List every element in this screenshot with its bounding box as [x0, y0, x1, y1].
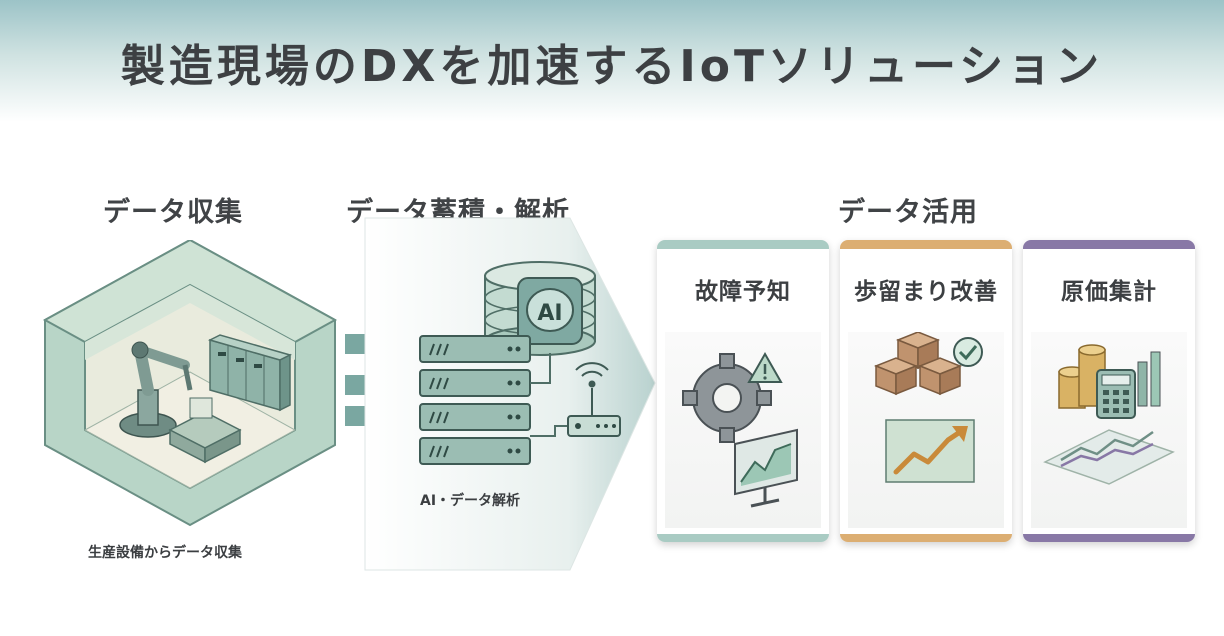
section-label-use: データ活用	[838, 197, 978, 228]
factory-illustration	[42, 240, 338, 527]
header-band	[0, 0, 1224, 122]
panel-title: 歩留まり改善	[854, 279, 998, 305]
panel-top-bar	[840, 240, 1012, 249]
gear-icon	[682, 353, 772, 443]
panel-top-bar	[1023, 240, 1195, 249]
panel-cost-aggregation: 原価集計	[1023, 240, 1195, 542]
panel-title: 故障予知	[695, 279, 791, 305]
panel-title: 原価集計	[1061, 279, 1157, 305]
line-graph-icon	[1043, 429, 1175, 485]
ai-brain-icon: AI	[517, 277, 583, 345]
panel-illustration-area	[665, 332, 821, 528]
warning-icon	[747, 351, 783, 383]
panel-top-bar	[657, 240, 829, 249]
page-title: 製造現場のDXを加速するIoTソリューション	[120, 41, 1104, 92]
panel-bottom-bar	[657, 534, 829, 542]
server-illustration: AI	[419, 261, 621, 465]
panel-yield-improvement: 歩留まり改善	[840, 240, 1012, 542]
panel-illustration-area	[1031, 332, 1187, 528]
check-icon	[953, 337, 983, 367]
panel-bottom-bar	[840, 534, 1012, 542]
trend-chart-icon	[885, 419, 975, 483]
caption-store: AI・データ解析	[420, 493, 521, 509]
section-label-collect: データ収集	[103, 197, 243, 228]
panel-bottom-bar	[1023, 534, 1195, 542]
control-cabinets	[207, 334, 293, 412]
router-icon	[567, 362, 621, 437]
ai-badge-text: AI	[537, 301, 562, 326]
panel-failure-prediction: 故障予知	[657, 240, 829, 542]
boxes-icon	[873, 332, 963, 396]
calculator-icon	[1096, 369, 1136, 419]
monitor-chart-icon	[734, 428, 798, 508]
caption-collect: 生産設備からデータ収集	[88, 545, 242, 561]
panel-illustration-area	[848, 332, 1004, 528]
server-rack	[419, 335, 531, 465]
robot-arm	[119, 341, 193, 438]
